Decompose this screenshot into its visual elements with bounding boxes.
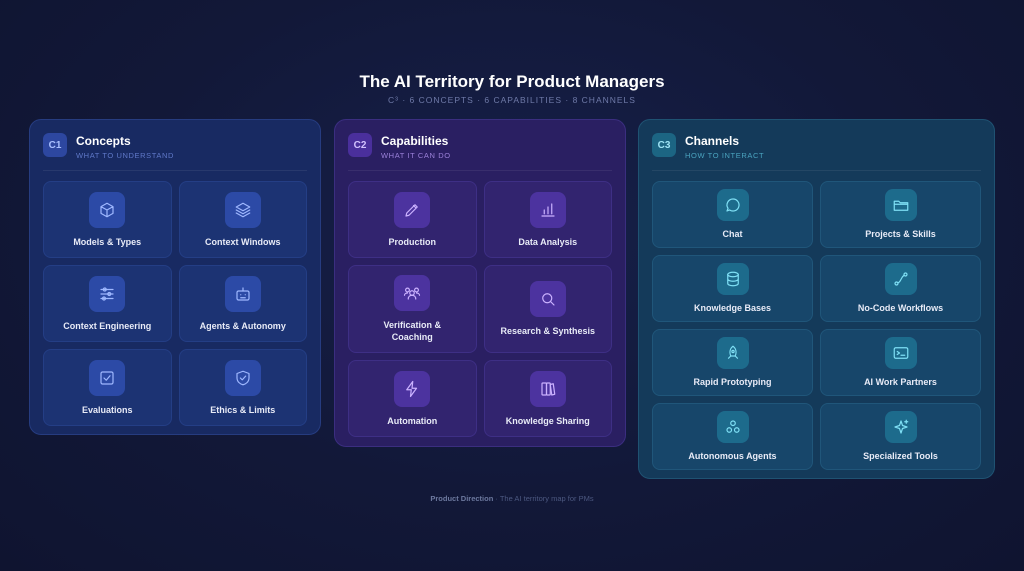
tile-label: Autonomous Agents bbox=[688, 451, 777, 461]
robot-icon bbox=[224, 275, 261, 312]
tile-no-code-workflows[interactable]: No-Code Workflows bbox=[820, 255, 981, 322]
tile-context-engineering[interactable]: Context Engineering bbox=[43, 265, 172, 342]
tile-ethics-limits[interactable]: Ethics & Limits bbox=[178, 349, 307, 426]
tile-automation[interactable]: Automation bbox=[348, 360, 477, 437]
database-icon bbox=[716, 263, 749, 295]
tile-label: Specialized Tools bbox=[863, 451, 938, 461]
lightning-icon bbox=[394, 370, 431, 407]
tile-label: Research & Synthesis bbox=[500, 326, 596, 336]
channels-panel: C3 Channels HOW TO INTERACT Chat Project… bbox=[638, 119, 995, 479]
tile-verification-coaching[interactable]: Verification & Coaching bbox=[348, 265, 477, 353]
panel-badge: C1 bbox=[43, 133, 67, 157]
tile-context-windows[interactable]: Context Windows bbox=[178, 181, 307, 258]
tile-label: Chat bbox=[722, 229, 743, 239]
tile-label: Production bbox=[388, 236, 437, 247]
sparkles-icon bbox=[884, 411, 917, 443]
checkbox-icon bbox=[89, 359, 126, 396]
tile-label: Ethics & Limits bbox=[210, 404, 276, 415]
bar-chart-icon bbox=[529, 191, 566, 228]
tile-label: Knowledge Sharing bbox=[505, 415, 590, 426]
tile-label: Data Analysis bbox=[518, 236, 578, 247]
pencil-icon bbox=[394, 191, 431, 228]
cube-icon bbox=[89, 191, 126, 228]
tile-specialized-tools[interactable]: Specialized Tools bbox=[820, 403, 981, 470]
concepts-panel: C1 Concepts WHAT TO UNDERSTAND Models & … bbox=[29, 119, 321, 435]
tile-label: Automation bbox=[387, 415, 438, 426]
tile-chat[interactable]: Chat bbox=[652, 181, 813, 248]
footer: Product Direction · The AI territory map… bbox=[0, 494, 1024, 503]
tile-label: Knowledge Bases bbox=[693, 303, 772, 313]
nodes-icon bbox=[716, 411, 749, 443]
tile-ai-work-partners[interactable]: AI Work Partners bbox=[820, 329, 981, 396]
tile-autonomous-agents[interactable]: Autonomous Agents bbox=[652, 403, 813, 470]
tile-label: Verification & Coaching bbox=[383, 320, 441, 342]
tile-rapid-prototyping[interactable]: Rapid Prototyping bbox=[652, 329, 813, 396]
tile-label: Agents & Autonomy bbox=[199, 320, 286, 331]
panel-badge: C2 bbox=[348, 133, 372, 157]
folder-icon bbox=[884, 189, 917, 221]
books-icon bbox=[529, 370, 566, 407]
tile-data-analysis[interactable]: Data Analysis bbox=[483, 181, 612, 258]
panel-title: Capabilities bbox=[381, 134, 449, 148]
panel-header: C2 Capabilities WHAT IT CAN DO bbox=[348, 133, 612, 171]
layers-icon bbox=[224, 191, 261, 228]
tile-agents-autonomy[interactable]: Agents & Autonomy bbox=[178, 265, 307, 342]
panel-badge: C3 bbox=[652, 133, 676, 157]
rocket-icon bbox=[716, 337, 749, 369]
tile-label: Evaluations bbox=[81, 404, 133, 415]
tile-label: Context Engineering bbox=[63, 320, 152, 331]
panel-title: Channels bbox=[685, 134, 740, 148]
panel-subtitle: HOW TO INTERACT bbox=[685, 151, 765, 160]
panel-header: C3 Channels HOW TO INTERACT bbox=[652, 133, 981, 171]
panel-subtitle: WHAT IT CAN DO bbox=[381, 151, 451, 160]
tile-label: No-Code Workflows bbox=[857, 303, 944, 313]
tile-research-synthesis[interactable]: Research & Synthesis bbox=[483, 265, 612, 353]
shield-check-icon bbox=[224, 359, 261, 396]
page-title: The AI Territory for Product Managers bbox=[359, 72, 665, 91]
tile-knowledge-bases[interactable]: Knowledge Bases bbox=[652, 255, 813, 322]
tile-production[interactable]: Production bbox=[348, 181, 477, 258]
tile-grid: Models & Types Context Windows Context E… bbox=[43, 181, 307, 426]
sliders-icon bbox=[89, 275, 126, 312]
page-subtitle: C³ · 6 CONCEPTS · 6 CAPABILITIES · 8 CHA… bbox=[388, 95, 636, 105]
tile-knowledge-sharing[interactable]: Knowledge Sharing bbox=[483, 360, 612, 437]
panel-subtitle: WHAT TO UNDERSTAND bbox=[76, 151, 175, 160]
tile-label: Projects & Skills bbox=[865, 229, 936, 239]
tile-grid: Chat Projects & Skills Knowledge Bases N… bbox=[652, 181, 981, 470]
panel-title: Concepts bbox=[76, 134, 131, 148]
tile-label: Context Windows bbox=[205, 236, 281, 247]
tile-evaluations[interactable]: Evaluations bbox=[43, 349, 172, 426]
tile-grid: Production Data Analysis Verification & … bbox=[348, 181, 612, 437]
tile-models-types[interactable]: Models & Types bbox=[43, 181, 172, 258]
capabilities-panel: C2 Capabilities WHAT IT CAN DO Productio… bbox=[334, 119, 626, 447]
tile-label: AI Work Partners bbox=[864, 377, 937, 387]
tile-label: Models & Types bbox=[73, 236, 142, 247]
chat-icon bbox=[716, 189, 749, 221]
users-icon bbox=[394, 275, 431, 311]
tile-label: Rapid Prototyping bbox=[693, 377, 772, 387]
search-icon bbox=[529, 281, 566, 317]
footer-brand: Product Direction bbox=[430, 494, 494, 503]
tile-projects-skills[interactable]: Projects & Skills bbox=[820, 181, 981, 248]
workflow-icon bbox=[884, 263, 917, 295]
footer-tagline: · The AI territory map for PMs bbox=[493, 494, 594, 503]
panel-header: C1 Concepts WHAT TO UNDERSTAND bbox=[43, 133, 307, 171]
terminal-icon bbox=[884, 337, 917, 369]
